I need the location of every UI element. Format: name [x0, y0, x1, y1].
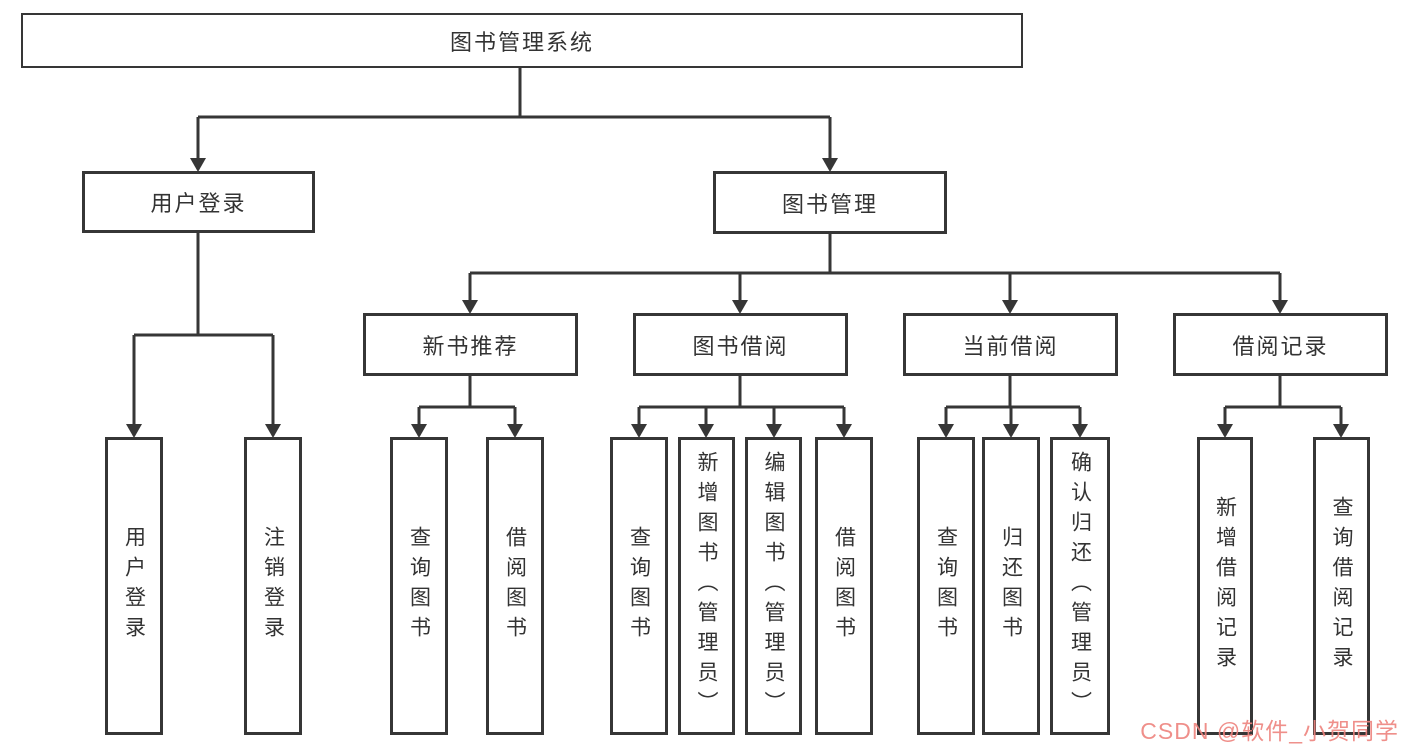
- connector-line: [468, 234, 1282, 302]
- arrow-down-icon: [1002, 300, 1018, 314]
- leaf-return-book: 归还图书: [982, 437, 1040, 735]
- arrowheads: [126, 158, 1349, 438]
- connector-line: [1223, 376, 1343, 426]
- node-label: 用户登录: [150, 191, 247, 216]
- arrow-down-icon: [126, 424, 142, 438]
- node-label: 用户登录: [122, 526, 146, 646]
- leaf-add-borrow-record: 新增借阅记录: [1197, 437, 1253, 735]
- arrow-down-icon: [507, 424, 523, 438]
- node-label: 查询借阅记录: [1330, 496, 1353, 676]
- node-root-system: 图书管理系统: [21, 13, 1023, 68]
- node-user-login: 用户登录: [82, 171, 315, 233]
- arrow-down-icon: [836, 424, 852, 438]
- leaf-query-books-current: 查询图书: [917, 437, 975, 735]
- connector-line: [132, 233, 275, 426]
- csdn-watermark: CSDN @软件_小贺同学: [1140, 718, 1399, 744]
- node-label: 借阅图书: [832, 526, 856, 646]
- node-label: 新增图书（管理员）: [695, 451, 718, 721]
- arrow-down-icon: [1003, 424, 1019, 438]
- connector-lines: [132, 68, 1343, 426]
- arrow-down-icon: [1272, 300, 1288, 314]
- node-label: 查询图书: [627, 526, 651, 646]
- arrow-down-icon: [265, 424, 281, 438]
- leaf-edit-book-admin: 编辑图书（管理员）: [745, 437, 802, 735]
- arrow-down-icon: [411, 424, 427, 438]
- leaf-confirm-return-admin: 确认归还（管理员）: [1050, 437, 1110, 735]
- node-book-borrowing: 图书借阅: [633, 313, 848, 376]
- arrow-down-icon: [938, 424, 954, 438]
- arrow-down-icon: [462, 300, 478, 314]
- node-label: 查询图书: [934, 526, 958, 646]
- arrow-down-icon: [190, 158, 206, 172]
- node-label: 图书借阅: [692, 333, 789, 359]
- arrow-down-icon: [822, 158, 838, 172]
- leaf-logout: 注销登录: [244, 437, 302, 735]
- connector-line: [944, 376, 1082, 426]
- arrow-down-icon: [1072, 424, 1088, 438]
- leaf-borrow-books-recommend: 借阅图书: [486, 437, 544, 735]
- node-label: 查询图书: [407, 526, 431, 646]
- arrow-down-icon: [698, 424, 714, 438]
- node-label: 新增借阅记录: [1213, 496, 1237, 676]
- node-label: 归还图书: [999, 526, 1023, 646]
- node-label: 当前借阅: [962, 333, 1059, 359]
- leaf-user-login: 用户登录: [105, 437, 163, 735]
- arrow-down-icon: [732, 300, 748, 314]
- node-label: 图书管理系统: [449, 29, 594, 55]
- node-label: 借阅记录: [1232, 333, 1329, 359]
- arrow-down-icon: [631, 424, 647, 438]
- node-label: 图书管理: [781, 191, 878, 217]
- leaf-query-borrow-record: 查询借阅记录: [1313, 437, 1370, 735]
- node-book-management: 图书管理: [713, 171, 947, 234]
- node-new-book-recommendation: 新书推荐: [363, 313, 578, 376]
- node-borrowing-records: 借阅记录: [1173, 313, 1388, 376]
- node-label: 确认归还（管理员）: [1068, 451, 1092, 721]
- arrow-down-icon: [1217, 424, 1233, 438]
- node-label: 编辑图书（管理员）: [762, 451, 785, 721]
- leaf-query-books-borrowing: 查询图书: [610, 437, 668, 735]
- leaf-add-book-admin: 新增图书（管理员）: [678, 437, 735, 735]
- node-current-borrowing: 当前借阅: [903, 313, 1118, 376]
- node-label: 借阅图书: [503, 526, 527, 646]
- leaf-borrow-books: 借阅图书: [815, 437, 873, 735]
- node-label: 新书推荐: [422, 333, 519, 359]
- node-label: 注销登录: [261, 526, 285, 646]
- connector-line: [417, 376, 517, 426]
- connector-line: [637, 376, 846, 426]
- connector-line: [196, 68, 832, 160]
- arrow-down-icon: [1333, 424, 1349, 438]
- arrow-down-icon: [766, 424, 782, 438]
- leaf-query-books-recommend: 查询图书: [390, 437, 448, 735]
